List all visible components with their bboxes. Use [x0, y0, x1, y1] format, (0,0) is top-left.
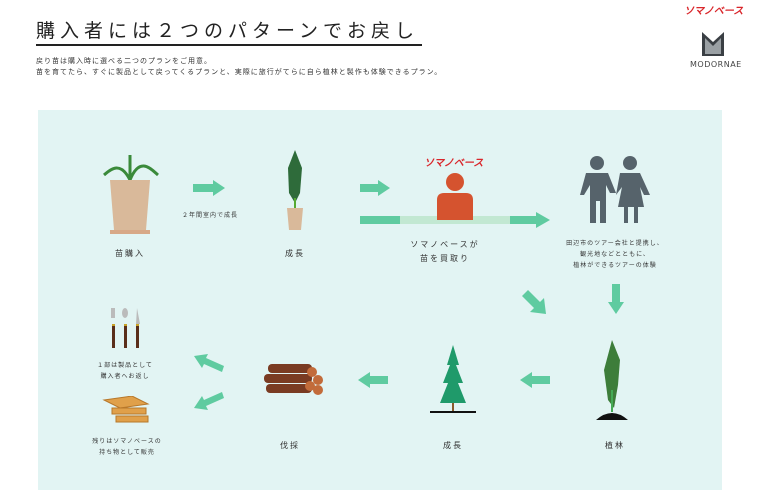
- soma-label-line: 苗を買取り: [420, 254, 470, 263]
- description-line-2: 苗を育てたら、すぐに製品として戻ってくるプランと、実際に旅行がてらに自ら植林と製…: [36, 68, 443, 76]
- young-tree-pot-icon: [280, 148, 310, 233]
- page-title: 購入者には２つのパターンでお戻し: [36, 20, 420, 42]
- sell-line: 残りはソマノベースの: [92, 438, 162, 445]
- sell-note: 残りはソマノベースの持ち物として販売: [72, 436, 182, 458]
- product-line: １部は製品として: [97, 362, 153, 369]
- plant-label: 植林: [605, 441, 625, 450]
- cut-label: 伐採: [280, 441, 300, 450]
- buy-seedling-label: 苗購入: [115, 249, 145, 258]
- somanobase-logo-small: ソマノベース: [424, 158, 484, 169]
- description-line-1: 戻り苗は購入時に選べる二つのプランをご用意。: [36, 57, 212, 65]
- arrow-down-icon: [608, 284, 624, 314]
- tour-line: 田辺市のツアー会社と提携し、: [566, 240, 664, 247]
- modornae-logo-icon: [702, 32, 724, 56]
- soma-label-line: ソマノベースが: [410, 240, 480, 249]
- arrow-left-icon: [520, 372, 550, 388]
- modornae-wordmark: MODORNAE: [690, 60, 742, 69]
- two-years-note: ２年間室内で成長: [181, 212, 238, 219]
- arrow-down-right-icon: [520, 290, 548, 316]
- grow-label: 成長: [285, 249, 305, 258]
- planted-tree-icon: [592, 340, 632, 420]
- grown-tree-icon: [428, 345, 478, 415]
- tour-description: 田辺市のツアー会社と提携し、観光地などとともに、植林ができるツアーの体験: [550, 238, 680, 271]
- logs-icon: [262, 362, 324, 398]
- arrow-down-left-icon: [194, 392, 226, 412]
- arrow-up-left-icon: [194, 352, 226, 372]
- arrow-right-icon: [193, 180, 225, 196]
- somanobase-logo: ソマノベース: [684, 6, 744, 17]
- grow-again-label: 成長: [443, 441, 463, 450]
- title-divider: [36, 44, 422, 46]
- soma-buyback-label: ソマノベースが苗を買取り: [390, 238, 500, 266]
- arrow-right-icon: [360, 180, 390, 196]
- tour-line: 植林ができるツアーの体験: [573, 262, 657, 269]
- sell-line: 持ち物として販売: [99, 449, 155, 456]
- seedling-pot-icon: [100, 150, 160, 235]
- long-arrow-right-icon: [360, 170, 550, 230]
- tour-line: 観光地などとともに、: [580, 251, 650, 258]
- cutlery-icon: [105, 308, 145, 350]
- couple-tourists-icon: [580, 155, 652, 225]
- product-line: 購入者へお返し: [100, 373, 150, 380]
- arrow-left-icon: [358, 372, 388, 388]
- wood-planks-icon: [102, 396, 150, 426]
- product-return-note: １部は製品として購入者へお返し: [80, 360, 170, 382]
